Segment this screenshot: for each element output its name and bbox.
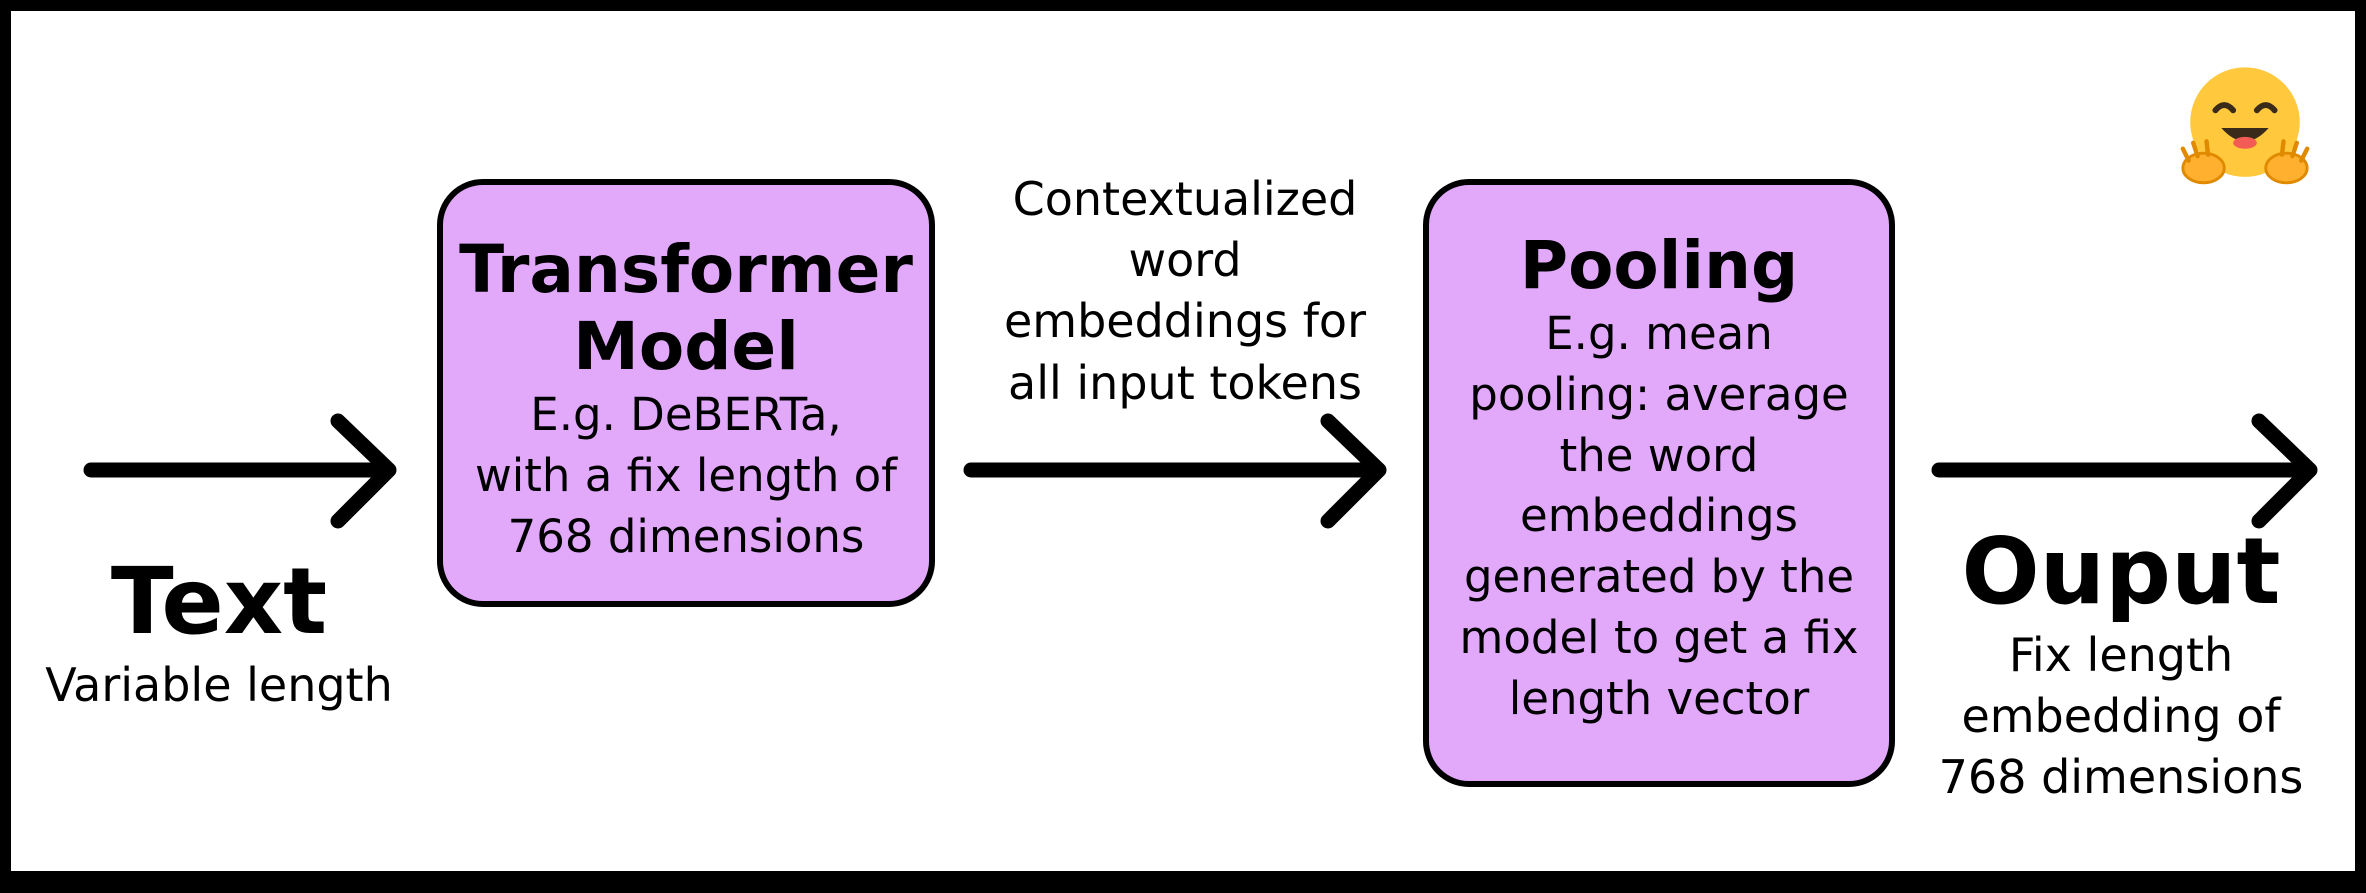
input-label-group: Text Variable length (29, 549, 409, 716)
transformer-desc-line3: 768 dimensions (507, 509, 865, 563)
pooling-desc-line2: pooling: average (1469, 367, 1849, 421)
output-label-group: Ouput Fix length embedding of 768 dimens… (1911, 519, 2331, 808)
transformer-desc-line1: E.g. DeBERTa, (530, 388, 842, 442)
arrows-layer (83, 413, 2318, 529)
pooling-title: Pooling (1519, 227, 1799, 304)
pooling-desc-line5: generated by the (1463, 550, 1855, 604)
transformer-title-line2: Model (573, 308, 799, 386)
output-desc-line2: embedding of (1961, 688, 2281, 743)
arrow-output (1931, 413, 2318, 529)
hugging-face-emoji-icon (2180, 67, 2310, 185)
transformer-title-line1: Transformer (459, 231, 913, 308)
pooling-desc-line3: the word (1559, 428, 1759, 482)
arrow-input (83, 413, 397, 529)
pooling-desc-line4: embeddings (1520, 489, 1798, 543)
pooling-desc-line6: model to get a fix (1459, 610, 1859, 664)
input-subtitle: Variable length (45, 657, 393, 712)
pooling-box: Pooling E.g. mean pooling: average the w… (1423, 179, 1895, 787)
pooling-desc-line7: length vector (1508, 671, 1810, 725)
middle-label-line4: all input tokens (1008, 355, 1362, 410)
arrow-middle (963, 413, 1387, 529)
middle-label-line3: embeddings for (1004, 294, 1366, 349)
transformer-desc-line2: with a fix length of (474, 449, 898, 503)
output-desc-line3: 768 dimensions (1938, 750, 2304, 805)
transformer-model-box: Transformer Model E.g. DeBERTa, with a f… (437, 179, 935, 607)
input-title: Text (110, 548, 328, 655)
middle-label-line1: Contextualized (1012, 172, 1358, 226)
output-desc-line1: Fix length (2008, 627, 2234, 682)
pooling-desc-line1: E.g. mean (1545, 307, 1773, 361)
middle-label-group: Contextualized word embeddings for all i… (965, 169, 1405, 414)
middle-label-line2: word (1128, 233, 1242, 288)
output-title: Ouput (1961, 518, 2281, 625)
